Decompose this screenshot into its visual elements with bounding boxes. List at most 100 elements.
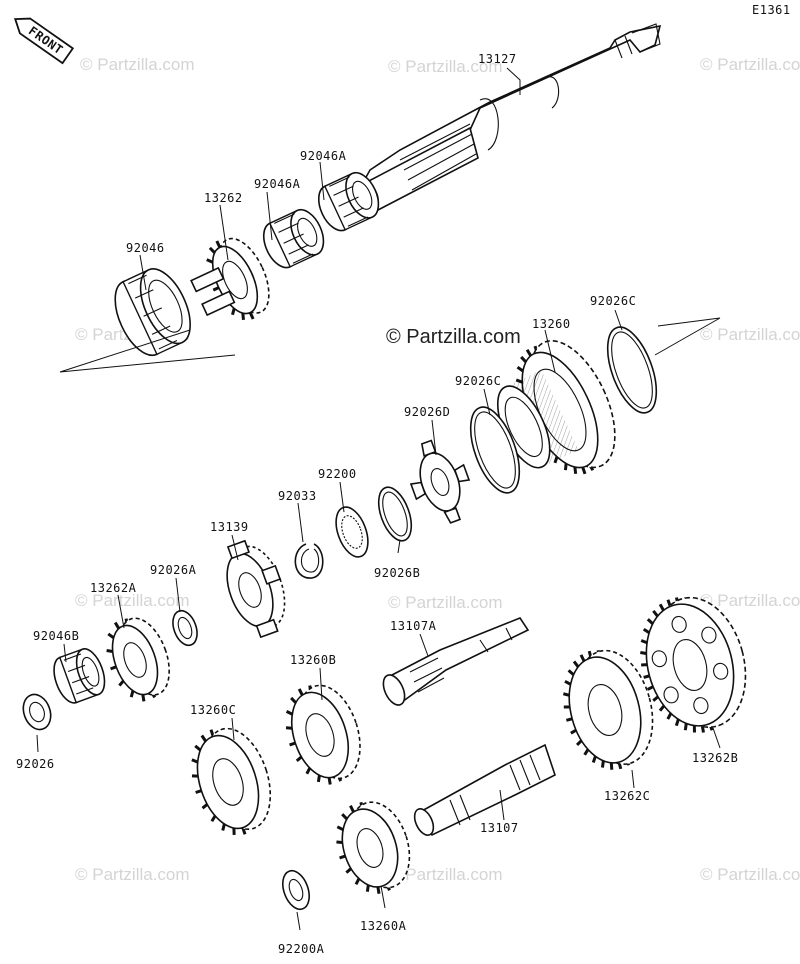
gear-tooth	[297, 688, 304, 696]
gear-tooth	[250, 268, 258, 274]
gear-tooth	[652, 695, 659, 702]
label-13107A[interactable]: 13107A	[390, 619, 437, 633]
gear-tooth	[206, 258, 214, 264]
hub-13139	[226, 539, 286, 639]
gear-tooth	[525, 348, 532, 357]
gear-tooth	[106, 648, 113, 653]
gear-13262A	[106, 617, 170, 702]
label-92046B[interactable]: 92046B	[33, 629, 79, 643]
gear-tooth	[365, 884, 370, 892]
gear-tooth	[191, 758, 199, 764]
gear-13262C	[562, 649, 654, 770]
needle-bearing-92046A-lower	[262, 208, 325, 269]
label-13260[interactable]: 13260	[532, 317, 571, 331]
gear-tooth	[295, 755, 303, 763]
label-92033[interactable]: 92033	[278, 489, 317, 503]
label-92200[interactable]: 92200	[318, 467, 357, 481]
label-13260B[interactable]: 13260B	[290, 653, 336, 667]
needle-bearing-92046B	[53, 648, 106, 704]
gear-tooth	[562, 692, 570, 697]
gear-tooth	[316, 775, 321, 783]
gear-tooth	[700, 725, 705, 733]
gear-tooth	[341, 813, 349, 821]
gear-tooth	[581, 466, 587, 475]
label-92046A[interactable]: 92046A	[254, 177, 301, 191]
gear-tooth	[564, 680, 572, 686]
gear-tooth	[683, 723, 688, 731]
label-92026D[interactable]: 92026D	[404, 405, 450, 419]
gear-tooth	[609, 762, 614, 770]
gear-13260A	[336, 801, 411, 894]
front-arrow-icon: FRONT	[14, 17, 75, 65]
label-13127[interactable]: 13127	[478, 52, 517, 66]
gear-tooth	[210, 815, 217, 823]
watermark: © Partzilla.com	[700, 591, 800, 610]
gear-tooth	[674, 718, 680, 727]
label-92026C[interactable]: 92026C	[590, 294, 636, 308]
label-13260A[interactable]: 13260A	[360, 919, 407, 933]
label-13262A[interactable]: 13262A	[90, 581, 137, 595]
label-13107[interactable]: 13107	[480, 821, 519, 835]
label-92026[interactable]: 92026	[16, 757, 55, 771]
circlip-92033	[294, 543, 324, 579]
gear-tooth	[666, 712, 673, 720]
gear-tooth	[141, 694, 146, 702]
guide-line	[59, 329, 236, 373]
label-13262B[interactable]: 13262B	[692, 751, 738, 765]
gear-tooth	[221, 823, 226, 831]
gear-tooth	[567, 669, 575, 676]
label-92026A[interactable]: 92026A	[150, 563, 197, 577]
gear-tooth	[572, 660, 580, 668]
gear-tooth	[692, 725, 696, 733]
ring-92026C-right	[606, 326, 658, 414]
needle-bearing-92046A-upper	[317, 171, 380, 232]
watermark: © Partzilla.com	[388, 57, 503, 76]
gear-tooth	[232, 828, 236, 836]
gear-tooth	[565, 717, 573, 722]
gear-tooth	[241, 312, 245, 321]
label-13260C[interactable]: 13260C	[190, 703, 236, 717]
gear-tooth	[110, 665, 117, 671]
watermark: © Partzilla.com	[75, 865, 190, 884]
gear-13262	[190, 237, 270, 321]
watermark: © Partzilla.com	[80, 55, 195, 74]
gear-tooth	[570, 728, 577, 735]
label-13262[interactable]: 13262	[204, 191, 243, 205]
gear-tooth	[591, 755, 597, 764]
label-92046A[interactable]: 92046A	[300, 149, 347, 163]
watermark: © Partzilla.com	[700, 325, 800, 344]
gear-tooth	[336, 840, 343, 845]
ring-92026B	[377, 486, 413, 542]
guide-line	[654, 317, 721, 356]
gear-tooth	[248, 311, 255, 320]
shaft-13107	[413, 743, 556, 837]
gear-13260B	[285, 684, 361, 785]
gear-tooth	[336, 825, 344, 832]
leader-lines	[36, 67, 721, 931]
gear-tooth	[583, 748, 590, 756]
ring-92026C-left	[469, 406, 521, 494]
washer-92026D	[409, 439, 471, 524]
diagram-id: E1361	[752, 3, 791, 17]
gear-13260C	[191, 727, 272, 836]
label-92200A[interactable]: 92200A	[278, 942, 325, 956]
label-13262C[interactable]: 13262C	[604, 789, 650, 803]
watermark: © Partzilla.com	[388, 865, 503, 884]
gear-tooth	[231, 308, 236, 316]
label-92046[interactable]: 92046	[126, 241, 165, 255]
gear-tooth	[107, 632, 115, 640]
label-92026C[interactable]: 92026C	[455, 374, 501, 388]
gear-tooth	[658, 704, 666, 712]
gear-tooth	[642, 628, 650, 634]
washer-92026	[22, 693, 52, 731]
label-13139[interactable]: 13139	[210, 520, 249, 534]
gear-tooth	[516, 365, 524, 373]
gear-tooth	[520, 355, 527, 363]
label-92026B[interactable]: 92026B	[374, 566, 420, 580]
gear-tooth	[129, 690, 135, 698]
gear-tooth	[573, 466, 578, 475]
gear-tooth	[641, 663, 648, 667]
gear-tooth	[208, 246, 216, 254]
gear-tooth	[241, 827, 247, 835]
